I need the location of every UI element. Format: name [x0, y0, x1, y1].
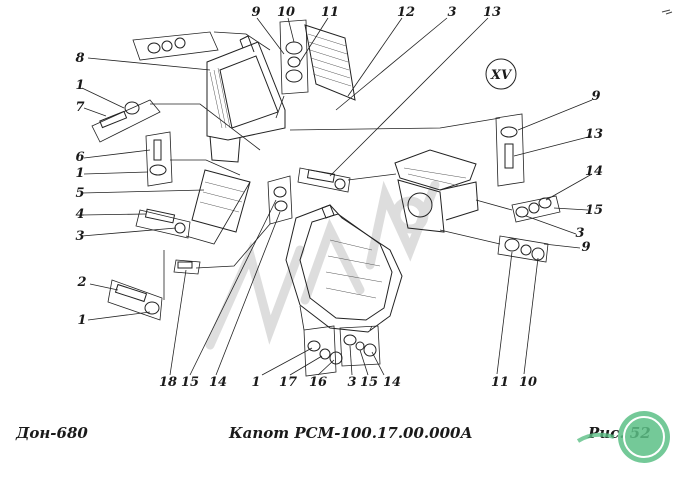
plate-part-5	[191, 169, 251, 233]
callout-11: 11	[321, 5, 339, 20]
washer-icon	[273, 186, 287, 198]
washer-icon	[174, 37, 186, 49]
callout-7: 7	[75, 100, 84, 115]
callout-16: 16	[309, 375, 327, 390]
washer-icon	[149, 164, 167, 176]
fastener-set-part-7	[91, 99, 161, 143]
fastener-part-18	[173, 259, 201, 275]
callout-15: 15	[360, 375, 378, 390]
nut-icon	[528, 202, 540, 214]
caption-model: Дон-680	[16, 424, 88, 442]
nut-icon	[319, 348, 331, 360]
callout-9: 9	[591, 89, 600, 104]
callout-9: 9	[581, 240, 590, 255]
corner-mark	[661, 9, 673, 15]
bolt-icon	[306, 169, 336, 183]
washer-icon	[285, 41, 303, 55]
bolt-icon	[144, 208, 176, 224]
washer-icon	[124, 101, 140, 115]
callout-1: 1	[251, 375, 260, 390]
callout-14: 14	[383, 375, 401, 390]
nut-icon	[334, 178, 346, 190]
washer-icon	[343, 334, 357, 346]
washer-icon	[274, 200, 288, 212]
callout-6: 6	[75, 150, 84, 165]
callout-3: 3	[347, 375, 356, 390]
callouts: 9 10 11 12 3 13 8 1 7 6 1 5 4 3 2 1 9 13…	[75, 5, 603, 390]
callout-13: 13	[585, 127, 603, 142]
washer-icon	[174, 222, 186, 234]
callout-15: 15	[585, 203, 603, 218]
view-label-circle: XV	[485, 58, 517, 90]
washer-icon	[500, 126, 518, 138]
bracket-column	[267, 175, 293, 225]
watermark	[205, 180, 440, 350]
fastener-set-right-13	[495, 113, 525, 187]
callout-14: 14	[585, 164, 603, 179]
washer-icon	[144, 301, 160, 315]
callout-1: 1	[75, 78, 84, 93]
washer-icon	[285, 69, 303, 83]
callout-3: 3	[75, 229, 84, 244]
fastener-set-top-right	[279, 19, 309, 95]
callout-10: 10	[519, 375, 537, 390]
fastener-set-part-2	[107, 279, 163, 321]
callout-18: 18	[159, 375, 177, 390]
nut-icon	[355, 341, 365, 351]
fastener-set-right-9-10-11	[497, 235, 549, 263]
callout-17: 17	[279, 375, 297, 390]
washer-icon	[307, 340, 321, 352]
frame-bracket-assembly	[394, 149, 479, 233]
callout-9: 9	[251, 5, 260, 20]
nut-icon	[287, 56, 301, 68]
grille-part	[304, 24, 356, 101]
bolt-icon	[153, 139, 162, 161]
side-panel-part-8	[206, 35, 286, 163]
callout-2: 2	[76, 275, 86, 290]
view-label: XV	[490, 68, 513, 83]
bolt-icon	[504, 143, 514, 169]
callout-3: 3	[447, 5, 456, 20]
logo-icon	[576, 411, 670, 463]
nut-icon	[538, 197, 552, 209]
fastener-set-center-13	[297, 167, 351, 193]
fastener-set-part-4	[135, 208, 191, 239]
nut-icon	[363, 343, 377, 357]
nut-icon	[520, 244, 532, 256]
callout-1: 1	[77, 313, 86, 328]
bolt-icon	[99, 110, 128, 129]
nut-icon	[329, 351, 343, 365]
washer-icon	[147, 42, 161, 54]
callout-4: 4	[75, 207, 84, 222]
callout-11: 11	[491, 375, 509, 390]
caption-title: Капот РСМ-100.17.00.000А	[229, 424, 473, 442]
callout-14: 14	[209, 375, 227, 390]
washer-icon	[515, 206, 529, 218]
callout-8: 8	[75, 51, 84, 66]
callout-12: 12	[397, 5, 415, 20]
fastener-set-top-left	[132, 31, 219, 61]
fastener-set-bottom	[303, 325, 381, 377]
fastener-set-right-14-15	[511, 195, 561, 223]
fastener-set-part-6	[145, 131, 173, 187]
callout-1: 1	[75, 166, 84, 181]
hood-body	[285, 204, 403, 333]
washer-icon	[504, 238, 520, 252]
nut-icon	[161, 40, 173, 52]
callout-3: 3	[575, 226, 584, 241]
callout-10: 10	[277, 5, 295, 20]
callout-15: 15	[181, 375, 199, 390]
connection-lines	[150, 31, 513, 331]
leader-lines	[81, 17, 593, 376]
bolt-icon	[177, 261, 193, 269]
callout-5: 5	[75, 186, 84, 201]
callout-13: 13	[483, 5, 501, 20]
bolt-icon	[114, 283, 148, 303]
